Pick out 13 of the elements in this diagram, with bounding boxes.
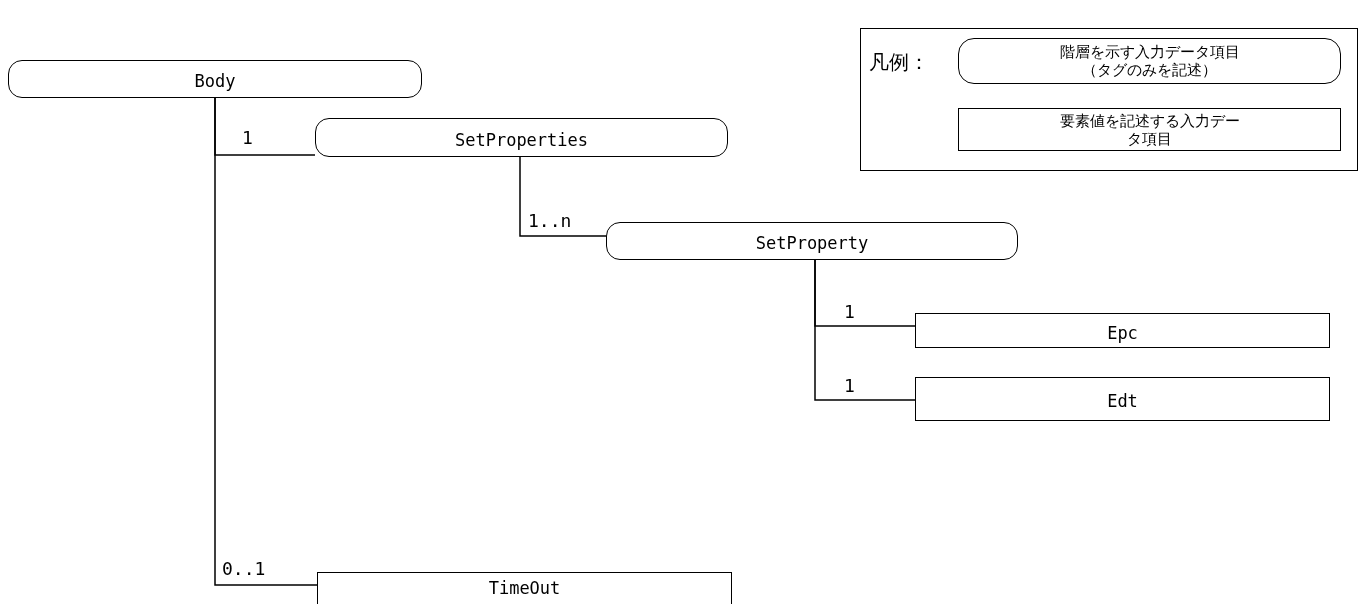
legend-title: 凡例： xyxy=(869,49,929,76)
element-box: Epc xyxy=(915,313,1330,348)
hierarchy-box: SetProperty xyxy=(606,222,1018,260)
element-box: TimeOut xyxy=(317,572,732,604)
hierarchy-box: SetProperties xyxy=(315,118,728,157)
hierarchy-box: Body xyxy=(8,60,422,98)
legend-frame xyxy=(860,28,1358,171)
element-box: Edt xyxy=(915,377,1330,421)
legend-hierarchy-box: 階層を示す入力データ項目（タグのみを記述） xyxy=(958,38,1341,84)
legend-element-box: 要素値を記述する入力データ項目 xyxy=(958,108,1341,151)
connector-line xyxy=(214,97,318,586)
connector-line xyxy=(814,259,916,401)
connector-line xyxy=(519,156,607,237)
